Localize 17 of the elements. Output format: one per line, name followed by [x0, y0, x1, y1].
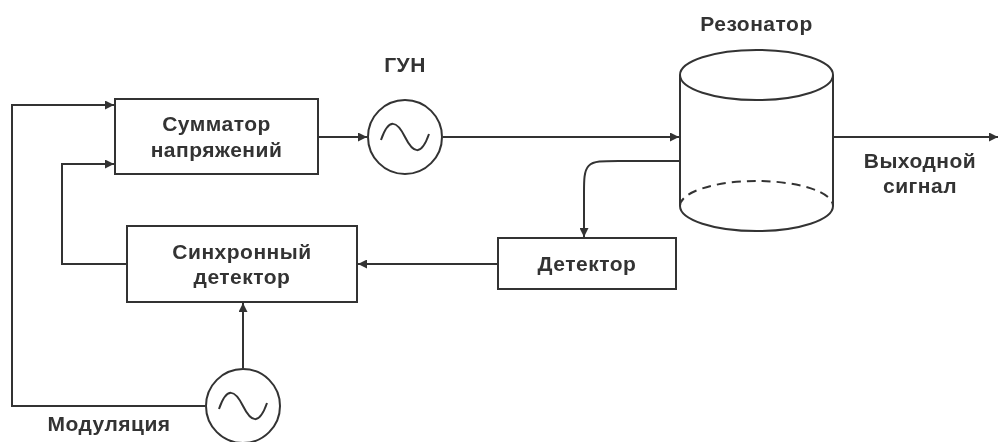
- arrow: [318, 132, 368, 142]
- process-box: [114, 98, 319, 175]
- box-label: Сумматор напряжений: [149, 111, 284, 162]
- arrow: [833, 132, 999, 142]
- node-label: ГУН: [383, 53, 427, 77]
- arrow: [61, 159, 127, 265]
- arrow: [11, 100, 206, 407]
- process-box: [497, 237, 677, 290]
- arrow: [238, 302, 248, 369]
- arrow: [442, 132, 680, 142]
- process-box: [126, 225, 358, 303]
- arrow: [357, 259, 498, 269]
- arrow: [579, 160, 680, 238]
- node-label: Модуляция: [46, 412, 172, 436]
- box-label: Синхронный детектор: [171, 238, 313, 290]
- node-label: Резонатор: [699, 12, 814, 36]
- box-label: Детектор: [537, 250, 637, 277]
